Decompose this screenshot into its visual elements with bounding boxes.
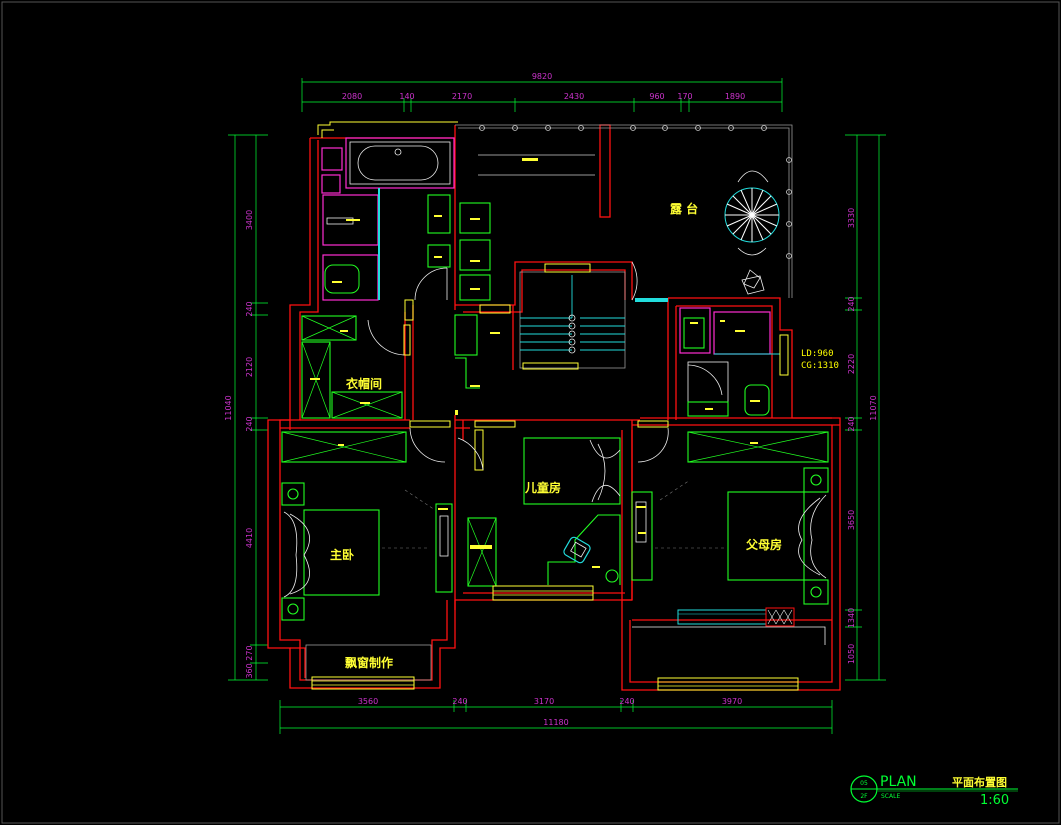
dimension-lines [228,78,886,734]
dim-bottom-2: 240 [452,697,467,706]
dim-bottom-3: 3170 [534,697,554,706]
dim-bottom-total: 11180 [543,718,568,727]
room-label-cloakroom: 衣帽间 [346,376,382,391]
dim-top-7: 1890 [725,92,745,101]
dim-top-3: 2170 [452,92,472,101]
room-label-children-room: 儿童房 [524,480,561,495]
dim-top-5: 960 [649,92,664,101]
children-room: 儿童房 [457,429,621,601]
dim-right-2: 240 [847,296,856,311]
parents-bed-icon [727,491,805,581]
toilet-icon [324,264,360,294]
dim-top-2: 140 [399,92,414,101]
master-bathroom [317,121,491,301]
room-label-master-bedroom: 主卧 [330,547,354,562]
child-bed-icon [523,437,621,505]
dim-bottom-1: 3560 [358,697,378,706]
dim-left-1: 3400 [245,210,254,230]
dim-top-total: 9820 [532,72,552,81]
dim-right-total: 11070 [869,395,878,420]
dim-right-4: 240 [847,416,856,431]
scale-label: SCALE [881,793,900,800]
dim-left-5: 4410 [245,528,254,548]
master-bedroom: 主卧 飘窗制作 [281,431,453,690]
balcony: 露 台 [455,124,793,298]
room-label-bay-window: 飘窗制作 [345,655,393,670]
sheet-number: 05 [860,780,868,787]
round-table-icon [724,170,780,295]
stair [519,261,668,370]
dim-left-total: 11040 [224,395,233,420]
dim-top-4: 2430 [564,92,584,101]
plan-label: PLAN [880,774,917,790]
desk-chair-icon [563,536,591,564]
guide-lines [382,479,724,549]
dim-right-3: 2220 [847,354,856,374]
scale-value: 1:60 [980,793,1009,808]
master-bed-icon [303,509,380,596]
bathtub-icon [357,145,439,181]
parents-room: 父母房 [631,431,829,691]
dim-bottom-5: 3970 [722,697,742,706]
dim-top-1: 2080 [342,92,362,101]
dim-right-7: 1050 [847,644,856,664]
title-block: 05 2F PLAN 平面布置图 SCALE 1:60 [850,774,1018,808]
plan-title: 平面布置图 [952,775,1007,789]
dim-right-6: 1340 [847,608,856,628]
dim-left-6: 360 270 [245,645,254,678]
cloakroom: 衣帽间 [301,315,403,419]
sheet-floor: 2F [860,793,868,800]
room-label-balcony: 露 台 [670,201,698,216]
dimension-texts: 9820 2080 140 2170 2430 960 170 1890 356… [224,72,878,727]
second-bathroom: LD:960 CG:1310 [679,307,839,417]
dim-right-1: 3330 [847,208,856,228]
corridor [367,299,669,463]
dim-left-2: 240 [245,301,254,316]
note-cg: CG:1310 [801,361,839,371]
dim-right-5: 3650 [847,510,856,530]
dim-left-3: 2120 [245,357,254,377]
dim-top-6: 170 [677,92,692,101]
dim-left-4: 240 [245,416,254,431]
dim-bottom-4: 240 [619,697,634,706]
note-ld: LD:960 [801,349,834,359]
room-label-parents-room: 父母房 [745,537,782,552]
